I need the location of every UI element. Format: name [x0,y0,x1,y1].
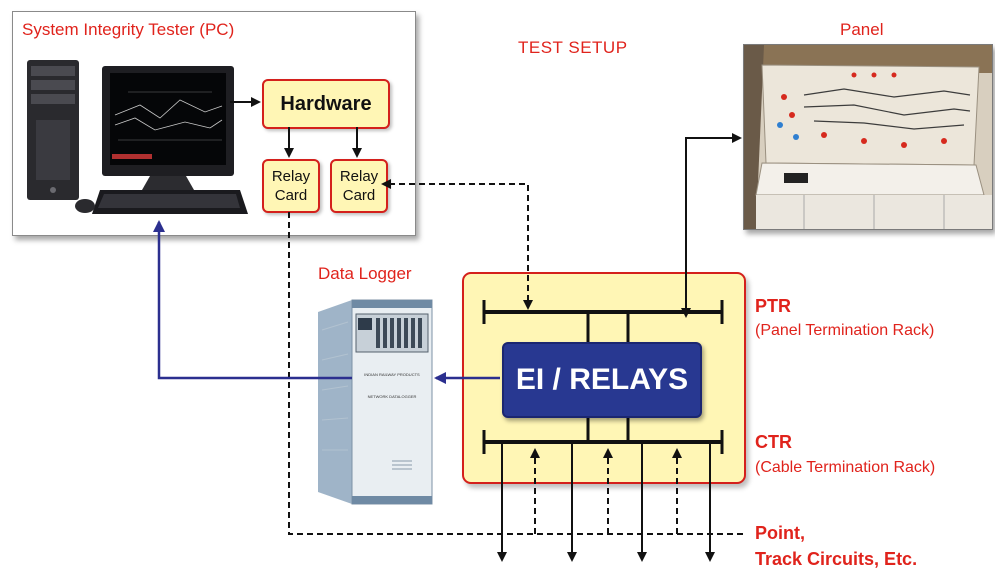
hardware-box: Hardware [262,79,390,129]
panel-title: Panel [840,20,884,39]
logger-cabinet-text-2: NETWORK DATALOGGER [368,394,417,399]
ei-relays-box: EI / RELAYS [502,342,702,418]
logger-cabinet-text-1: INDIAN RAILWAY PRODUCTS [364,372,420,377]
field-label-line2: Track Circuits, Etc. [755,549,918,569]
ctr-title: CTR [755,432,792,452]
pc-title: System Integrity Tester (PC) [22,20,235,39]
ctr-subtitle: (Cable Termination Rack) [755,459,936,476]
ptr-title: PTR [755,296,791,316]
field-devices-label: Point, Track Circuits, Etc. [755,520,917,572]
test-setup-title: TEST SETUP [518,38,628,57]
relay-card-1-line2: Card [274,187,308,204]
relay-card-2-line1: Relay [339,168,379,185]
control-panel-photo [743,44,993,230]
relay-card-2-line2: Card [342,187,376,204]
data-logger-title: Data Logger [318,264,412,283]
field-label-line1: Point, [755,523,805,543]
relay-card-1-line1: Relay [271,168,311,185]
ptr-subtitle: (Panel Termination Rack) [755,322,935,339]
